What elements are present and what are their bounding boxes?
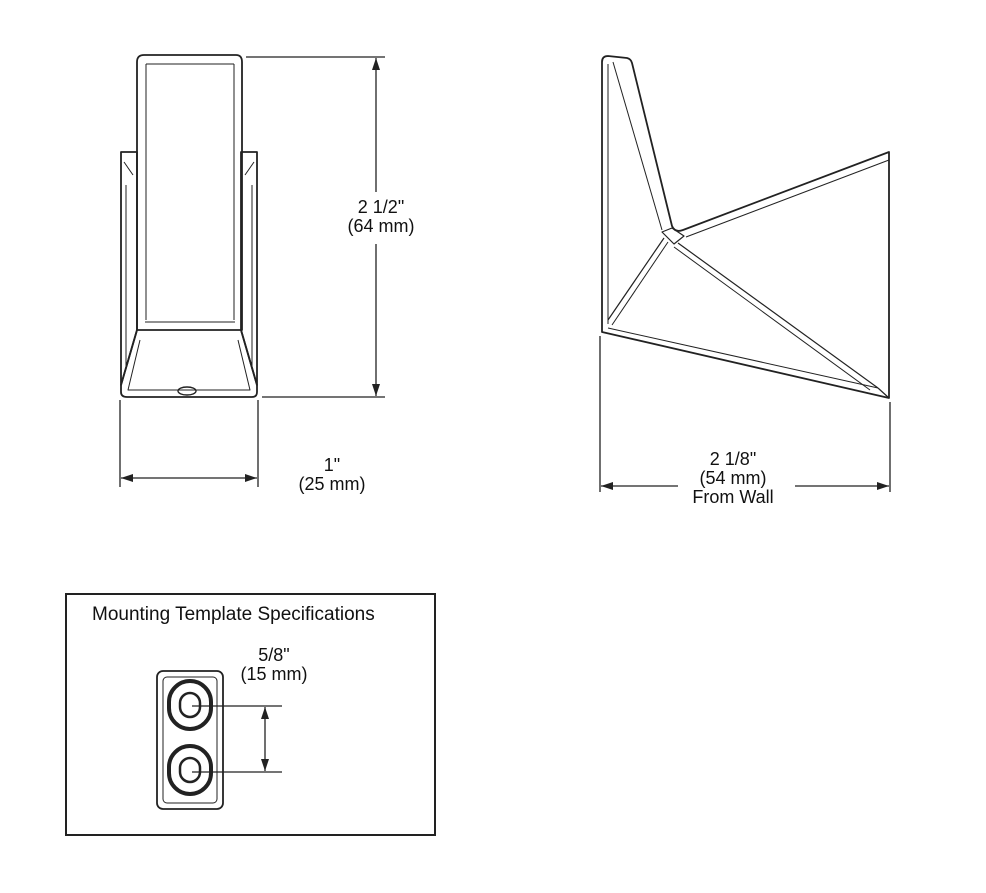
projection-imperial: 2 1/8" (709, 449, 757, 469)
width-imperial: 1" (323, 455, 341, 475)
front-view-base (120, 151, 138, 386)
height-imperial: 2 1/2" (357, 197, 405, 217)
front-view-base-right (240, 151, 258, 386)
upper-mounting-slot (167, 679, 213, 731)
width-metric: (25 mm) (298, 474, 366, 494)
projection-dimension-label: 2 1/8" (54 mm) From Wall (677, 450, 789, 507)
height-metric: (64 mm) (347, 216, 415, 236)
spacing-metric: (15 mm) (240, 664, 308, 684)
height-dimension-label: 2 1/2" (64 mm) (336, 198, 426, 236)
mounting-template-plate (156, 670, 224, 810)
mounting-template-title: Mounting Template Specifications (92, 604, 375, 625)
projection-dimension-line (599, 336, 891, 492)
projection-metric: (54 mm) (699, 468, 767, 488)
height-dimension-line (246, 56, 385, 398)
spacing-dimension-label: 5/8" (15 mm) (228, 646, 320, 684)
width-dimension-line (119, 400, 259, 487)
front-view-plate (136, 54, 243, 331)
front-view (120, 54, 258, 398)
projection-note: From Wall (692, 487, 774, 507)
side-view (601, 55, 890, 399)
spacing-dimension-line (192, 705, 282, 773)
lower-mounting-slot (167, 744, 213, 796)
width-dimension-label: 1" (25 mm) (286, 456, 378, 494)
front-view-screw-hole (177, 386, 197, 396)
spacing-imperial: 5/8" (258, 645, 290, 665)
mounting-template-frame (65, 593, 436, 836)
